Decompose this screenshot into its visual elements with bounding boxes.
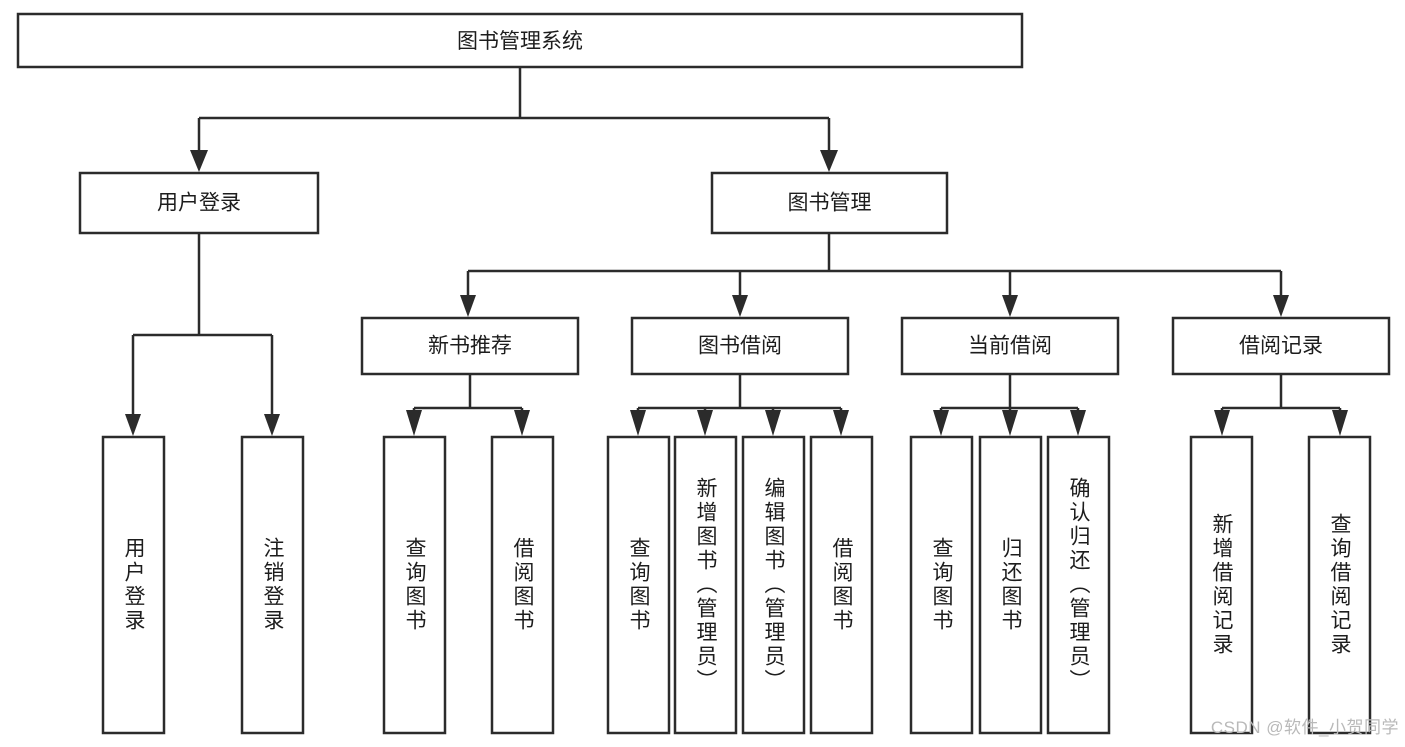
arrow-head-icon: [1273, 295, 1289, 317]
node-leaf-return-book-label: 归还图书: [999, 537, 1023, 633]
node-leaf-borrow-book-1[interactable]: 借阅图书: [490, 435, 555, 735]
node-leaf-add-record-box[interactable]: [1189, 435, 1254, 735]
node-leaf-add-book[interactable]: 新增图书（管理员）: [673, 435, 738, 735]
arrow-head-icon: [1070, 410, 1086, 436]
node-leaf-query-book-1[interactable]: 查询图书: [382, 435, 447, 735]
arrow-head-icon: [820, 150, 838, 172]
node-book-management-box[interactable]: [710, 171, 949, 235]
node-leaf-borrow-book-1-box[interactable]: [490, 435, 555, 735]
node-leaf-return-book[interactable]: 归还图书: [978, 435, 1043, 735]
node-leaf-logout-login[interactable]: 注销登录: [240, 435, 305, 735]
node-leaf-borrow-book-2-label: 借阅图书: [830, 537, 854, 633]
node-leaf-add-book-label: 新增图书（管理员）: [694, 477, 718, 693]
arrow-head-icon: [1002, 295, 1018, 317]
node-new-book-recommend[interactable]: 新书推荐: [360, 316, 580, 376]
arrow-head-icon: [460, 295, 476, 317]
connector-layer: [125, 67, 1348, 436]
node-book-management-label: 图书管理: [788, 192, 872, 215]
node-borrow-record-box[interactable]: [1171, 316, 1391, 376]
node-borrow-record[interactable]: 借阅记录: [1171, 316, 1391, 376]
node-borrow-record-label: 借阅记录: [1239, 335, 1323, 358]
node-book-borrow[interactable]: 图书借阅: [630, 316, 850, 376]
node-leaf-edit-book-label: 编辑图书（管理员）: [762, 477, 786, 693]
node-leaf-query-book-1-box[interactable]: [382, 435, 447, 735]
node-leaf-logout-login-label: 注销登录: [261, 537, 285, 633]
node-leaf-query-book-2[interactable]: 查询图书: [606, 435, 671, 735]
arrow-head-icon: [933, 410, 949, 436]
node-leaf-confirm-return-box[interactable]: [1046, 435, 1111, 735]
arrow-head-icon: [765, 410, 781, 436]
node-book-management[interactable]: 图书管理: [710, 171, 949, 235]
node-leaf-confirm-return[interactable]: 确认归还（管理员）: [1046, 435, 1111, 735]
node-leaf-query-record-label: 查询借阅记录: [1328, 513, 1352, 657]
arrow-head-icon: [732, 295, 748, 317]
node-leaf-borrow-book-2-box[interactable]: [809, 435, 874, 735]
arrow-head-icon: [697, 410, 713, 436]
node-root-box[interactable]: [16, 12, 1024, 69]
node-current-borrow-box[interactable]: [900, 316, 1120, 376]
arrow-head-icon: [1332, 410, 1348, 436]
arrow-head-icon: [125, 414, 141, 436]
node-leaf-add-record[interactable]: 新增借阅记录: [1189, 435, 1254, 735]
node-current-borrow-label: 当前借阅: [968, 335, 1052, 358]
arrow-head-icon: [514, 410, 530, 436]
node-book-borrow-box[interactable]: [630, 316, 850, 376]
node-leaf-add-book-box[interactable]: [673, 435, 738, 735]
node-new-book-recommend-label: 新书推荐: [428, 335, 512, 358]
node-leaf-add-record-label: 新增借阅记录: [1210, 513, 1234, 657]
node-current-borrow[interactable]: 当前借阅: [900, 316, 1120, 376]
node-leaf-confirm-return-label: 确认归还（管理员）: [1067, 477, 1091, 693]
arrow-head-icon: [406, 410, 422, 436]
node-leaf-query-record-box[interactable]: [1307, 435, 1372, 735]
arrow-head-icon: [833, 410, 849, 436]
node-user-login-box[interactable]: [78, 171, 320, 235]
node-leaf-query-book-1-label: 查询图书: [403, 537, 427, 633]
arrow-head-icon: [1214, 410, 1230, 436]
arrow-head-icon: [630, 410, 646, 436]
node-leaf-borrow-book-2[interactable]: 借阅图书: [809, 435, 874, 735]
node-root[interactable]: 图书管理系统: [16, 12, 1024, 69]
node-new-book-recommend-box[interactable]: [360, 316, 580, 376]
arrow-head-icon: [1002, 410, 1018, 436]
node-leaf-user-login-label: 用户登录: [122, 537, 146, 633]
node-leaf-query-book-2-box[interactable]: [606, 435, 671, 735]
node-leaf-query-book-2-label: 查询图书: [627, 537, 651, 633]
node-leaf-query-record[interactable]: 查询借阅记录: [1307, 435, 1372, 735]
node-user-login[interactable]: 用户登录: [78, 171, 320, 235]
node-leaf-user-login-box[interactable]: [101, 435, 166, 735]
node-book-borrow-label: 图书借阅: [698, 335, 782, 358]
node-leaf-return-book-box[interactable]: [978, 435, 1043, 735]
node-leaf-edit-book[interactable]: 编辑图书（管理员）: [741, 435, 806, 735]
node-leaf-logout-login-box[interactable]: [240, 435, 305, 735]
arrow-head-icon: [190, 150, 208, 172]
node-leaf-user-login[interactable]: 用户登录: [101, 435, 166, 735]
node-leaf-edit-book-box[interactable]: [741, 435, 806, 735]
node-user-login-label: 用户登录: [157, 192, 241, 215]
node-leaf-borrow-book-1-label: 借阅图书: [511, 537, 535, 633]
node-leaf-query-book-3[interactable]: 查询图书: [909, 435, 974, 735]
arrow-head-icon: [264, 414, 280, 436]
node-root-label: 图书管理系统: [457, 30, 583, 53]
node-leaf-query-book-3-box[interactable]: [909, 435, 974, 735]
node-leaf-query-book-3-label: 查询图书: [930, 537, 954, 633]
